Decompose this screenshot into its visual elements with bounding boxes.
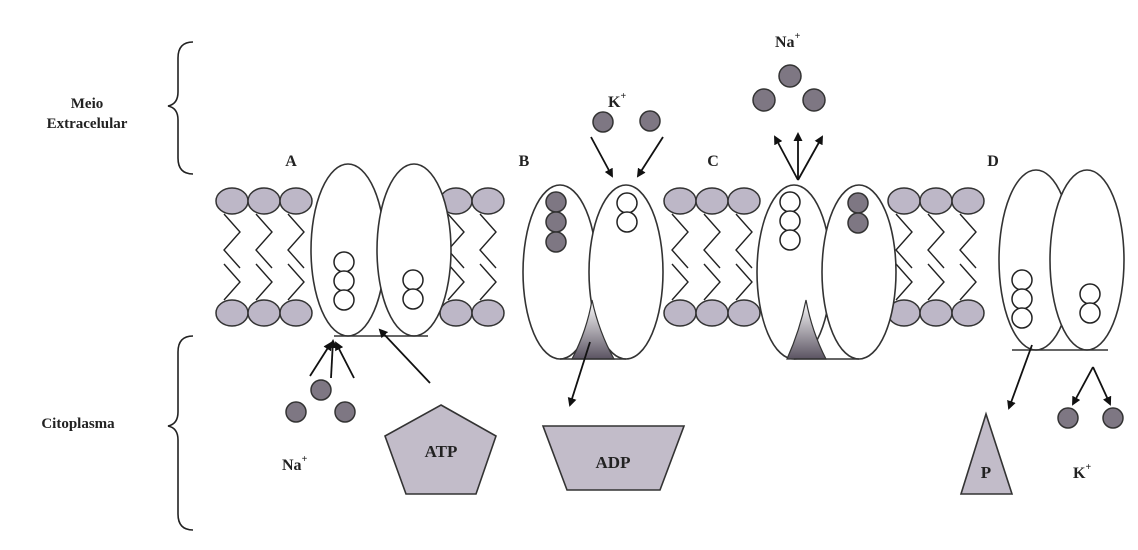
- extracellular-label-line2: Extracelular: [47, 116, 128, 132]
- step-label-c: C: [707, 153, 719, 170]
- lipid-head: [728, 188, 760, 214]
- k-ion-label-bottom: K+: [1073, 462, 1091, 482]
- lipid-head: [472, 300, 504, 326]
- lipid-head: [472, 188, 504, 214]
- phosphate-label: P: [981, 463, 991, 482]
- binding-site: [780, 230, 800, 250]
- bound-k-ion: [848, 193, 868, 213]
- k-ion: [1103, 408, 1123, 428]
- lipid-head: [216, 188, 248, 214]
- step-label-d: D: [987, 153, 999, 170]
- na-entry-arrow: [310, 343, 331, 376]
- extracellular-label-line1: Meio: [71, 96, 103, 112]
- lipid-tail: [256, 214, 272, 300]
- lipid-head: [280, 300, 312, 326]
- na-ion-label-bottom: Na+: [282, 454, 308, 474]
- bound-na-ion: [546, 212, 566, 232]
- binding-site: [334, 271, 354, 291]
- na-release-arrow: [798, 137, 822, 180]
- atp-arrow: [380, 330, 430, 383]
- na-ion-label-top: Na+: [775, 31, 801, 51]
- lipid-tail: [672, 214, 688, 300]
- atp-label: ATP: [425, 442, 458, 461]
- k-release-arrow: [1073, 367, 1093, 404]
- na-ion: [803, 89, 825, 111]
- k-ion: [1058, 408, 1078, 428]
- binding-site: [617, 212, 637, 232]
- lipid-head: [888, 188, 920, 214]
- lipid-head: [440, 300, 472, 326]
- binding-site: [780, 211, 800, 231]
- phosphate-arrow: [1009, 345, 1032, 408]
- binding-site: [403, 289, 423, 309]
- step-label-b: B: [519, 153, 530, 170]
- na-entry-arrow: [331, 341, 333, 378]
- lipid-tail: [736, 214, 752, 300]
- na-ion: [311, 380, 331, 400]
- lipid-head: [920, 188, 952, 214]
- k-ion: [640, 111, 660, 131]
- adp-label: ADP: [596, 453, 631, 472]
- k-entry-arrow: [591, 137, 612, 176]
- lipid-tail: [704, 214, 720, 300]
- lipid-tail: [288, 214, 304, 300]
- lipid-head: [248, 300, 280, 326]
- na-ion: [779, 65, 801, 87]
- lipid-head: [728, 300, 760, 326]
- lipid-tail: [896, 214, 912, 300]
- extracellular-brace: [168, 42, 193, 174]
- pump-subunit-a-right: [377, 164, 451, 336]
- na-release-arrow: [775, 137, 798, 180]
- k-release-arrow: [1093, 367, 1110, 404]
- cytoplasm-brace: [168, 336, 193, 530]
- binding-site: [617, 193, 637, 213]
- lipid-tail: [224, 214, 240, 300]
- lipid-tail: [960, 214, 976, 300]
- lipid-head: [920, 300, 952, 326]
- k-ion: [593, 112, 613, 132]
- lipid-head: [696, 300, 728, 326]
- k-entry-arrow: [638, 137, 663, 176]
- phosphate-triangle: [961, 414, 1012, 494]
- binding-site: [403, 270, 423, 290]
- lipid-tail: [928, 214, 944, 300]
- binding-site: [1012, 270, 1032, 290]
- binding-site: [334, 290, 354, 310]
- lipid-head: [216, 300, 248, 326]
- bound-na-ion: [546, 232, 566, 252]
- binding-site: [334, 252, 354, 272]
- pump-state-a: [311, 164, 451, 336]
- pump-state-b: [523, 185, 663, 359]
- k-ion-label-top: K+: [608, 91, 626, 111]
- lipid-head: [696, 188, 728, 214]
- na-ion: [753, 89, 775, 111]
- pump-state-d: [999, 170, 1124, 350]
- lipid-head: [280, 188, 312, 214]
- lipid-tail: [480, 214, 496, 300]
- lipid-head: [952, 188, 984, 214]
- binding-site: [1080, 284, 1100, 304]
- step-label-a: A: [285, 153, 297, 170]
- lipid-head: [248, 188, 280, 214]
- lipid-head: [664, 300, 696, 326]
- lipid-head: [664, 188, 696, 214]
- binding-site: [1080, 303, 1100, 323]
- pump-subunit-a-left: [311, 164, 385, 336]
- binding-site: [780, 192, 800, 212]
- na-ion: [286, 402, 306, 422]
- pump-state-c: [757, 185, 896, 359]
- bound-k-ion: [848, 213, 868, 233]
- na-entry-arrow: [336, 343, 354, 378]
- binding-site: [1012, 308, 1032, 328]
- cytoplasm-label: Citoplasma: [41, 416, 115, 432]
- lipid-head: [952, 300, 984, 326]
- binding-site: [1012, 289, 1032, 309]
- na-ion: [335, 402, 355, 422]
- bound-na-ion: [546, 192, 566, 212]
